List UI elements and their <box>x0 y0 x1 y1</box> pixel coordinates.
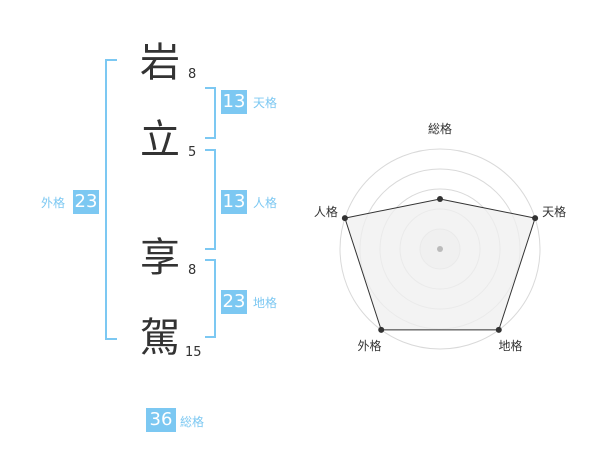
jinkaku-bracket <box>205 149 216 250</box>
stroke-count-4: 15 <box>185 345 202 360</box>
chikaku-label: 地格 <box>253 296 278 310</box>
soukaku-badge: 36 <box>146 408 176 432</box>
radar-axis-label-1: 総格 <box>428 121 452 136</box>
radar-point-4 <box>378 326 385 333</box>
gaikaku-bracket <box>105 59 117 340</box>
tenkaku-badge: 13 <box>221 90 247 114</box>
tenkaku-label: 天格 <box>253 96 278 110</box>
radar-center-dot <box>437 246 443 252</box>
jinkaku-badge: 13 <box>221 190 247 214</box>
radar-axis-label-5: 人格 <box>314 204 338 219</box>
gaikaku-label: 外格 <box>41 196 66 210</box>
radar-point-2 <box>532 215 539 222</box>
stroke-count-1: 8 <box>188 67 197 82</box>
stroke-count-3: 8 <box>188 263 197 278</box>
radar-point-3 <box>495 326 502 333</box>
chikaku-bracket <box>205 259 216 338</box>
radar-axis-label-2: 天格 <box>542 204 566 219</box>
radar-ring <box>339 148 541 350</box>
tenkaku-bracket <box>205 87 216 139</box>
radar-point-1 <box>437 196 443 202</box>
name-char-2: 立 <box>140 117 180 163</box>
gaikaku-badge: 23 <box>73 190 99 214</box>
radar-points <box>341 196 539 333</box>
soukaku-label: 総格 <box>180 415 205 429</box>
jinkaku-label: 人格 <box>253 196 278 210</box>
radar-axis-label-3: 地格 <box>498 338 522 353</box>
radar-axis-label-4: 外格 <box>357 338 381 353</box>
radar-area <box>344 198 536 331</box>
name-char-3: 享 <box>140 235 180 281</box>
radar-point-5 <box>341 215 348 222</box>
name-char-4: 駕 <box>140 315 180 361</box>
name-char-1: 岩 <box>140 40 180 86</box>
stroke-count-2: 5 <box>188 145 197 160</box>
chikaku-badge: 23 <box>221 290 247 314</box>
